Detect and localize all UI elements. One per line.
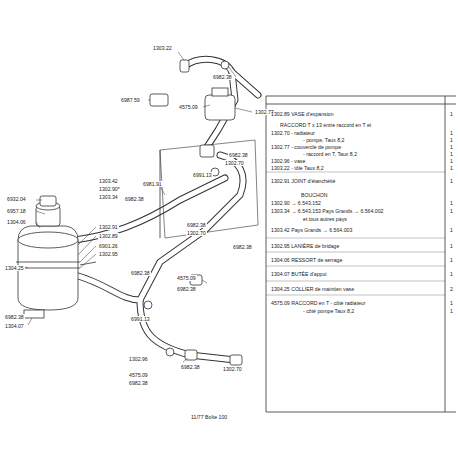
callout-number: 1303.34 [98, 194, 119, 200]
table-cell: 1303.22 - tôle Taux 8,2 [270, 165, 325, 171]
table-cell: 1302.89 VASE d'expansion [270, 111, 335, 117]
callout-number: 1304.06 [6, 219, 27, 225]
callout-number: 6982.38 [176, 286, 197, 292]
quantity-cell: 1 [449, 243, 454, 249]
callout-number: 1303.22 [152, 45, 173, 51]
table-cell: 1302.91 JOINT d'étanchéité [270, 178, 336, 184]
quantity-cell: 1 [449, 151, 454, 157]
quantity-cell: 1 [449, 178, 454, 184]
callout-number: 1302.70 [222, 366, 243, 372]
callout-number: 6987.59 [120, 97, 141, 103]
callout-number: 1302.70 [186, 230, 207, 236]
table-cell: 1304.07 BUTÉE d'appui [270, 271, 328, 277]
callout-number: 6982.38 [124, 196, 145, 202]
callout-number: 6982.38 [186, 222, 207, 228]
callout-number: 6982.38 [212, 74, 233, 80]
callout-number: 1302.90* [98, 186, 121, 192]
callout-number: 6991.13 [130, 316, 151, 322]
quantity-cell: 1 [449, 200, 454, 206]
callout-number: 6957.18 [6, 208, 27, 214]
quantity-cell: 1 [449, 208, 454, 214]
callout-number: 4575.09 [176, 275, 197, 281]
table-cell: 1302.96 - vase [270, 158, 306, 164]
quantity-cell: 2 [449, 286, 454, 292]
table-cell: - raccord en T, Taux 8,2 [302, 151, 358, 157]
callout-number: 4575.09 [128, 372, 149, 378]
table-cell: BOUCHON [300, 192, 329, 198]
callout-number: 6982.38 [4, 314, 25, 320]
callout-number: 11/77 Boîte 100 [190, 414, 228, 420]
quantity-cell: 1 [449, 271, 454, 277]
callout-number: 6901.26 [98, 243, 119, 249]
quantity-cell: 1 [449, 165, 454, 171]
table-cell: 1302.90 → 6.543.152 [270, 200, 322, 206]
table-cell: RACCORD T x 13 entre raccord en T et [279, 122, 372, 128]
table-cell: 1302.77 - couvercle de pompe [270, 144, 342, 150]
callout-number: 6982.38 [128, 380, 149, 386]
table-cell: 4575.09 RACCORD en T - côté radiateur [270, 300, 366, 306]
quantity-cell: 1 [449, 130, 454, 136]
callout-number: 1302.89 [98, 233, 119, 239]
callout-number: 1302.96 [128, 356, 149, 362]
quantity-cell: 1 [449, 257, 454, 263]
quantity-cell: 1 [449, 308, 454, 314]
callout-number: 6982.38 [180, 364, 201, 370]
callout-number: 6982.38 [130, 270, 151, 276]
quantity-cell: 1 [449, 300, 454, 306]
table-cell: et tous autres pays [302, 216, 348, 222]
callout-number: 4575.09 [178, 104, 199, 110]
callout-number: 1302.70 [224, 160, 245, 166]
table-cell: 1302.95 LANIÈRE de bridage [270, 243, 340, 249]
table-cell: 1303.42 Pays Grands → 6.564.003 [270, 227, 353, 233]
quantity-cell: 1 [449, 144, 454, 150]
callout-number: 1302.91 [98, 224, 119, 230]
table-cell: 1303.34 → 6.543.153 Pays Grands → 6.564.… [270, 208, 384, 214]
callout-number: 1304.25 [4, 265, 25, 271]
quantity-cell: 1 [449, 227, 454, 233]
quantity-cell: 1 [449, 137, 454, 143]
callout-number: 6982.38 [228, 152, 249, 158]
callout-number: 6932.04 [6, 196, 27, 202]
callout-number: 6991.13 [192, 172, 213, 178]
callout-number: 1303.42 [98, 178, 119, 184]
table-cell: - côté pompe Taux 8,2 [302, 308, 355, 314]
callout-number: 1302.95 [98, 251, 119, 257]
table-cell: - pompe, Taux 8,2 [302, 137, 345, 143]
callout-number: 6981.91 [142, 181, 163, 187]
quantity-cell: 1 [449, 111, 454, 117]
callout-number: 6982.38 [232, 244, 253, 250]
callout-number: 1304.07 [4, 323, 25, 329]
table-cell: 1304.25 COLLIER de maintien vase [270, 286, 355, 292]
quantity-cell: 1 [449, 158, 454, 164]
table-cell: 1302.70 - radiateur [270, 130, 316, 136]
table-cell: 1304.06 RESSORT de serrage [270, 257, 343, 263]
